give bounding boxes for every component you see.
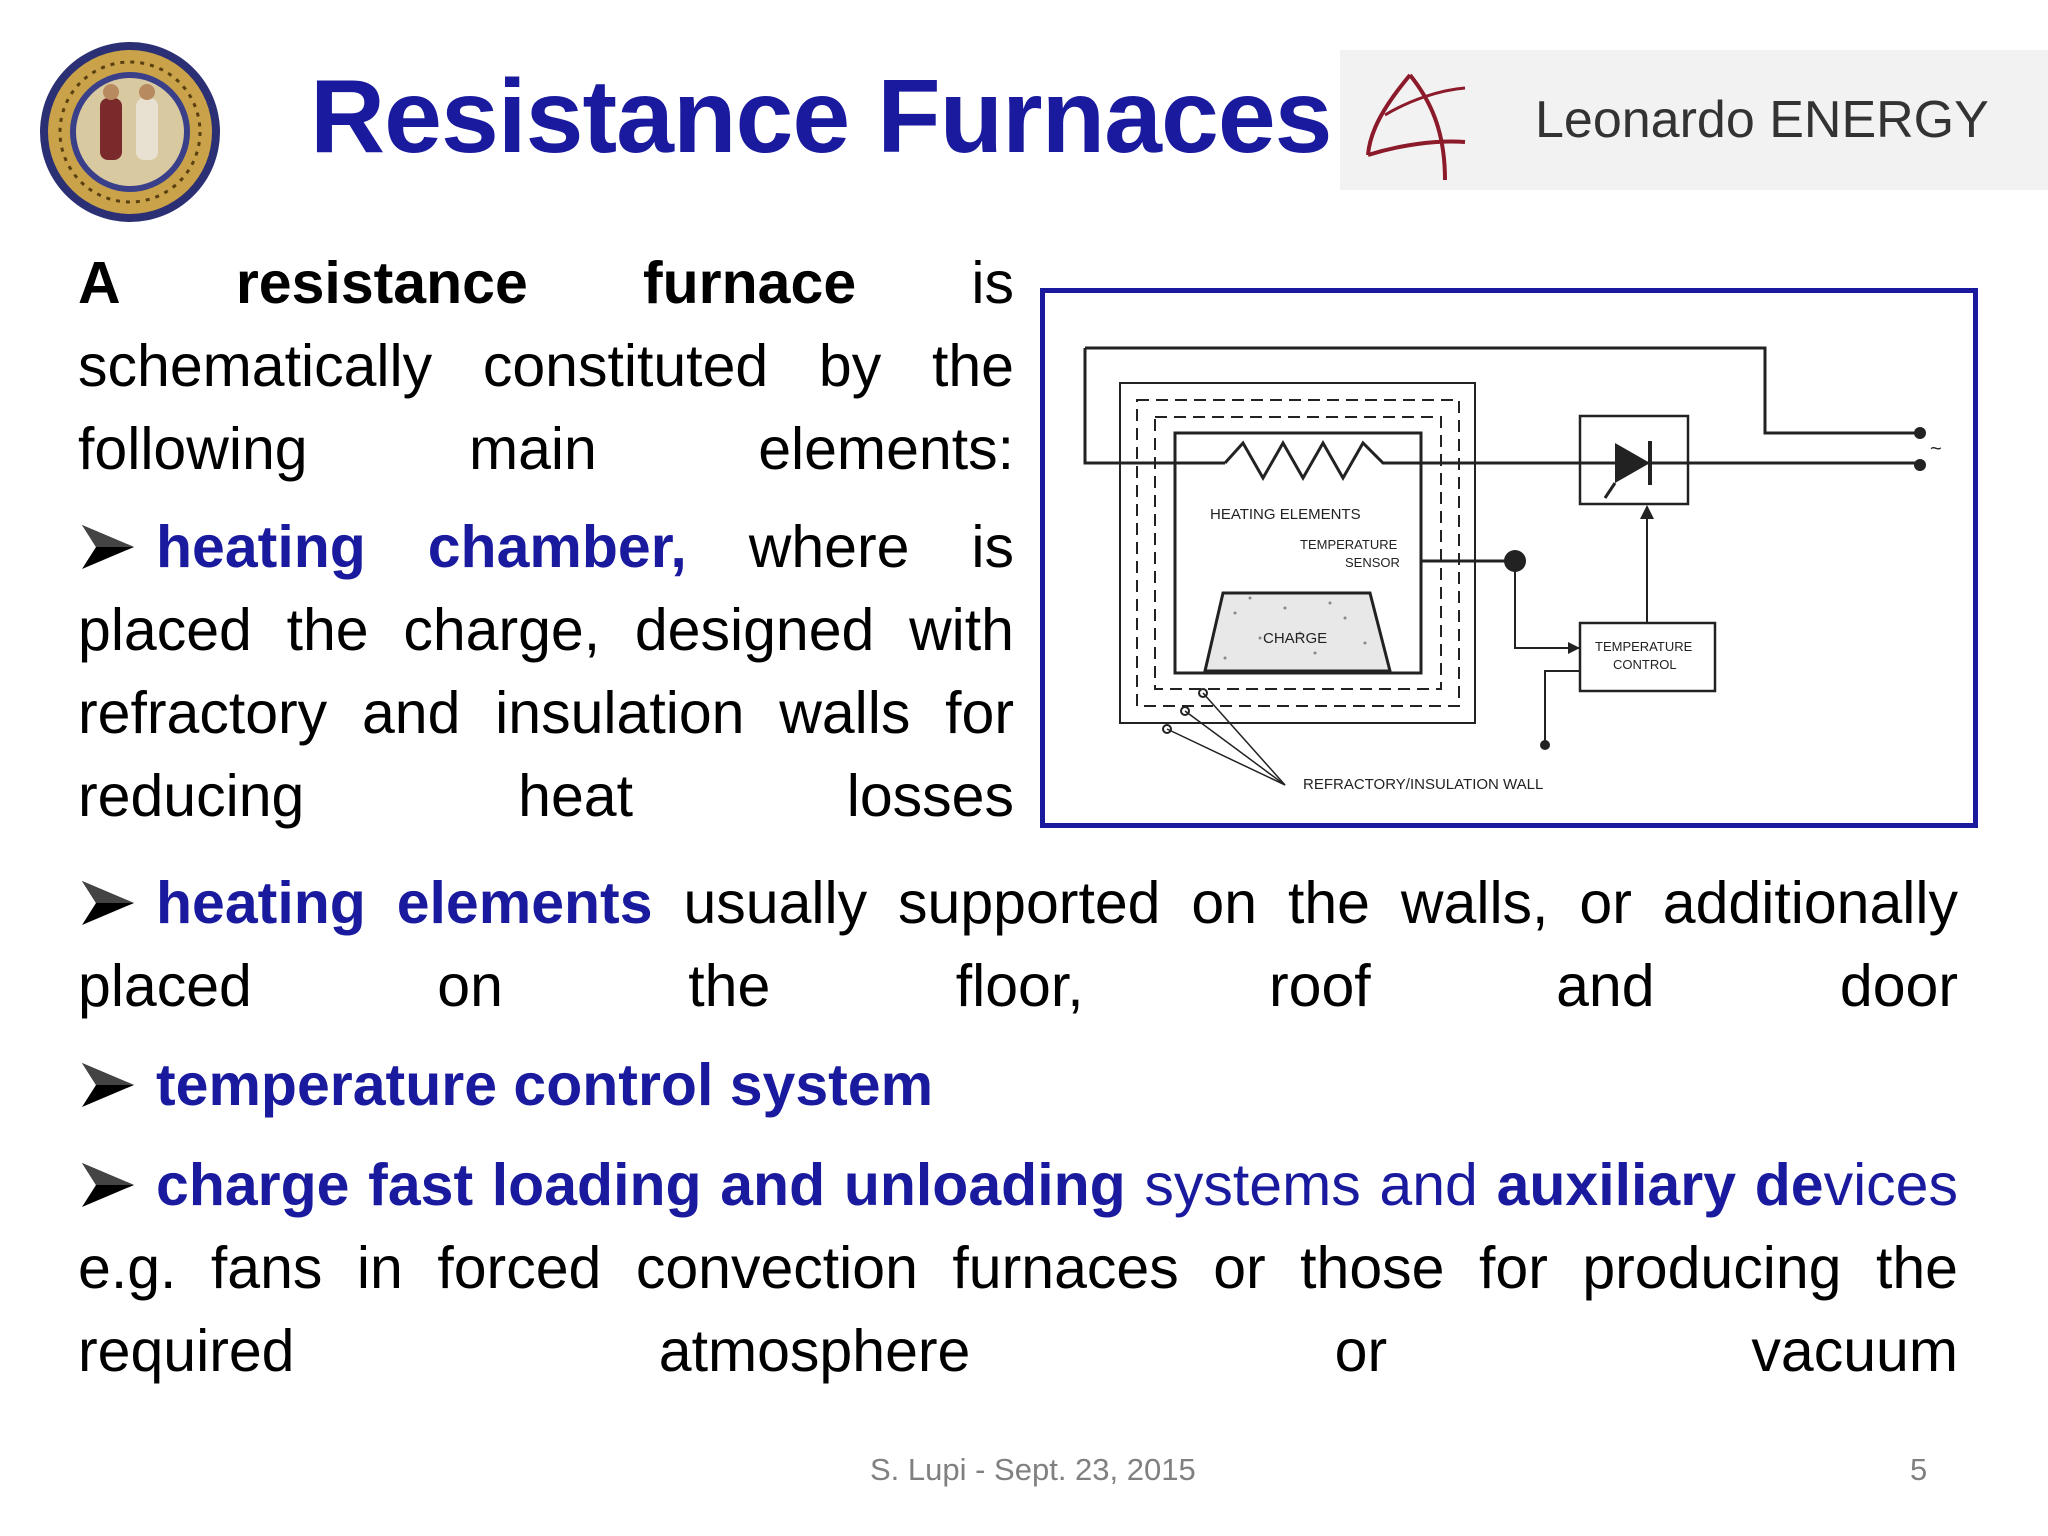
furnace-schematic: ~ HEATING: [1083, 346, 1942, 793]
label-temp-sensor-2: SENSOR: [1345, 555, 1400, 570]
bullet-emph: charge fast loading and unloading: [156, 1152, 1126, 1218]
supply-wire-outer: [1085, 346, 1920, 435]
bullet-text: usually supported on the walls, or addit…: [78, 870, 1958, 1019]
charge-block: [1203, 591, 1392, 673]
bullet-emph-2: auxiliary de: [1496, 1152, 1824, 1218]
intro-paragraph: A resistance furnace is schematically co…: [78, 242, 1014, 491]
insulation-wall-dashed-2: [1154, 416, 1442, 690]
bullet-tail-start: vices: [1823, 1152, 1958, 1218]
bullet-mid: systems and: [1144, 1152, 1478, 1218]
label-refractory-wall: REFRACTORY/INSULATION WALL: [1303, 776, 1543, 793]
terminal-1: [1914, 427, 1926, 439]
bullet-tail: e.g. fans in forced convection furnaces …: [78, 1235, 1958, 1384]
insulation-wall-dashed-1: [1136, 399, 1460, 707]
university-seal-logo: [40, 42, 220, 222]
intro-word-a: A: [78, 250, 121, 316]
leonardo-mark-icon: [1366, 73, 1466, 181]
label-heating-elements: HEATING ELEMENTS: [1210, 506, 1361, 523]
wall-marker-1: [1198, 688, 1208, 698]
label-temp-sensor-1: TEMPERATURE: [1300, 537, 1398, 552]
wall-marker-3: [1162, 724, 1172, 734]
bullet-arrow-icon: [82, 525, 134, 569]
label-charge: CHARGE: [1263, 630, 1327, 647]
sensor-to-control: [1514, 561, 1580, 649]
page-title: Resistance Furnaces: [310, 59, 1333, 175]
bullet-emph: heating elements: [156, 870, 653, 936]
leonardo-energy-text: Leonardo ENERGY: [1535, 91, 1989, 149]
wall-marker-2: [1180, 706, 1190, 716]
bullet-loading-systems: charge fast loading and unloading system…: [78, 1144, 1958, 1393]
page-number: 5: [1910, 1452, 1928, 1487]
intro-word-furnace: furnace: [643, 250, 857, 316]
outer-wall: [1119, 382, 1476, 724]
bullet-temperature-control: temperature control system: [78, 1044, 1958, 1127]
supply-wire-top: [1083, 348, 1225, 465]
heating-chamber: [1173, 431, 1423, 675]
label-temp-control-1: TEMPERATURE: [1595, 639, 1693, 654]
sensor-arrow-icon: [1568, 642, 1580, 654]
control-arrow-icon: [1640, 505, 1654, 519]
bullet-heating-elements: heating elements usually supported on th…: [78, 862, 1958, 1028]
label-temp-control-2: CONTROL: [1613, 657, 1677, 672]
bullet-arrow-icon: [82, 1063, 134, 1107]
setpoint-terminal: [1540, 740, 1550, 750]
footer-text: S. Lupi - Sept. 23, 2015: [870, 1452, 1196, 1487]
thyristor-symbol-icon: [1615, 443, 1650, 483]
bullet-heating-chamber: heating chamber, where is placed the cha…: [78, 506, 1014, 838]
intro-word-resistance: resistance: [235, 250, 528, 316]
bullet-arrow-icon: [82, 1163, 134, 1207]
furnace-diagram: ~ HEATING: [1040, 288, 1978, 828]
ac-symbol: ~: [1930, 438, 1942, 460]
setpoint-wire: [1544, 670, 1580, 743]
leonardo-energy-logo: Leonardo ENERGY: [1340, 50, 2048, 190]
temperature-control-box: [1578, 621, 1717, 693]
bullet-emph: temperature control system: [156, 1052, 934, 1118]
terminal-2: [1914, 459, 1926, 471]
charge-texture: [1223, 596, 1367, 660]
wall-pointer-3: [1166, 728, 1286, 786]
wall-pointer-1: [1202, 692, 1286, 786]
intro-text: is schematically constituted by the foll…: [78, 250, 1014, 482]
wall-pointer-2: [1184, 710, 1286, 786]
thyristor-gate: [1603, 482, 1617, 499]
bullet-emph: heating chamber,: [156, 514, 687, 580]
heating-element-coil: [1223, 439, 1920, 482]
bullet-arrow-icon: [82, 881, 134, 925]
bullet-text: where is placed the charge, designed wit…: [78, 514, 1014, 829]
